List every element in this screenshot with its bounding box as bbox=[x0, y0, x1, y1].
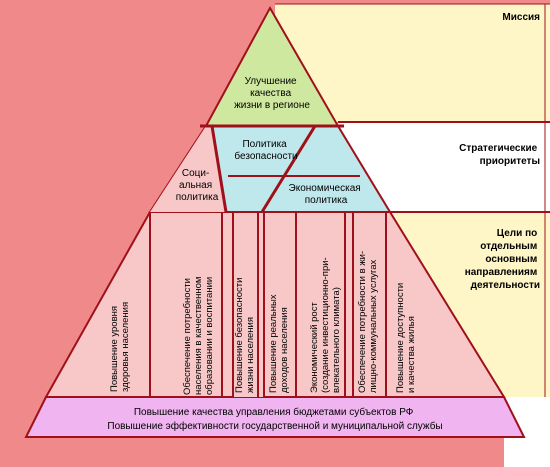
level-goals-line: деятельности bbox=[471, 280, 540, 291]
level-goals-line: Цели по bbox=[497, 228, 537, 239]
goal-5-line: Экономический рост bbox=[309, 302, 320, 393]
goal-3-line: жизни населения bbox=[245, 317, 256, 393]
level-goals-line: основным bbox=[485, 254, 537, 265]
apex-label-line: Улучшение bbox=[245, 76, 297, 87]
goal-1-line: здоровья населения bbox=[120, 302, 131, 392]
level-priorities-label: Стратегические приоритеты bbox=[459, 143, 540, 167]
base-label: Повышение качества управления бюджетами … bbox=[107, 406, 442, 432]
mission-band bbox=[275, 4, 550, 49]
goal-6-line: лищно-коммунальных услугах bbox=[368, 259, 379, 393]
priority-social-zone bbox=[150, 126, 226, 212]
goal-2-line: Обеспечение потребности bbox=[182, 278, 193, 395]
apex-label-line: жизни в регионе bbox=[234, 100, 310, 111]
goal-5: Экономический рост (создание инвестицион… bbox=[309, 255, 342, 393]
goal-1: Повышение уровня здоровья населения bbox=[109, 302, 131, 392]
priority-social-line: альная bbox=[179, 180, 212, 191]
svg-text:Повышение уровня здоровь: Повышение уровня здоровья населения bbox=[109, 302, 131, 392]
priority-social-label: Соци- альная политика bbox=[176, 168, 219, 203]
level-goals-line: отдельным bbox=[480, 241, 537, 252]
level-priorities-line: приоритеты bbox=[480, 156, 540, 167]
priority-social-line: политика bbox=[176, 192, 219, 203]
svg-text:Экономический рост (созд: Экономический рост (создание инвестицион… bbox=[309, 255, 342, 393]
goal-7: Повышение доступности и качества жилья bbox=[395, 280, 417, 393]
svg-text:Обеспечение потребности: Обеспечение потребности населения в каче… bbox=[182, 274, 215, 395]
goal-7-line: и качества жилья bbox=[406, 316, 417, 393]
priority-divider-left bbox=[210, 125, 228, 213]
priority-divider-right bbox=[260, 125, 317, 213]
goal-7-line: Повышение доступности bbox=[395, 283, 406, 393]
goal-2-line: населения в качественном bbox=[193, 277, 204, 395]
goal-6: Обеспечение потребности в жи- лищно-комм… bbox=[357, 248, 379, 393]
apex-label-line: качества bbox=[250, 88, 291, 99]
priority-economic-line: политика bbox=[305, 195, 348, 206]
level-goals-label: Цели по отдельным основным направлениям … bbox=[465, 228, 540, 291]
priority-social-line: Соци- bbox=[182, 168, 209, 179]
svg-text:Обеспечение потребности в жи-: Обеспечение потребности в жи- лищно-комм… bbox=[357, 248, 379, 393]
svg-text:Повышение реальных доход: Повышение реальных доходов населения bbox=[268, 292, 290, 393]
priority-economic-label: Экономическая политика bbox=[289, 183, 364, 206]
priority-economic-line: Экономическая bbox=[289, 183, 361, 194]
goal-5-line: (создание инвестиционно-при- bbox=[320, 257, 331, 393]
goal-2-line: образовании и воспитании bbox=[204, 277, 215, 395]
goal-4-line: Повышение реальных bbox=[268, 294, 279, 393]
goal-3: Повышение безопасности жизни населения bbox=[234, 275, 256, 393]
goal-4: Повышение реальных доходов населения bbox=[268, 292, 290, 393]
svg-text:Повышение безопасности ж: Повышение безопасности жизни населения bbox=[234, 275, 256, 393]
base-label-line: Повышение эффективности государственной … bbox=[107, 420, 442, 432]
goal-6-line: Обеспечение потребности в жи- bbox=[357, 251, 368, 393]
goal-1-line: Повышение уровня bbox=[109, 306, 120, 392]
base-label-line: Повышение качества управления бюджетами … bbox=[134, 406, 414, 418]
goal-4-line: доходов населения bbox=[279, 307, 290, 393]
apex-label: Улучшение качества жизни в регионе bbox=[234, 76, 310, 111]
goal-2: Обеспечение потребности населения в каче… bbox=[182, 274, 215, 395]
priority-security-label: Политика безопасности bbox=[234, 139, 297, 162]
level-mission-label: Миссия bbox=[502, 12, 540, 23]
level-priorities-line: Стратегические bbox=[459, 143, 538, 154]
level-mission-line: Миссия bbox=[502, 12, 540, 23]
goal-5-line: влекательного климата) bbox=[331, 287, 342, 393]
svg-text:Повышение доступности и: Повышение доступности и качества жилья bbox=[395, 280, 417, 393]
priority-security-line: Политика bbox=[242, 139, 287, 150]
goal-3-line: Повышение безопасности bbox=[234, 278, 245, 393]
goal-column-highlight bbox=[233, 212, 264, 397]
level-goals-line: направлениям bbox=[465, 267, 538, 278]
priority-security-line: безопасности bbox=[234, 150, 297, 162]
